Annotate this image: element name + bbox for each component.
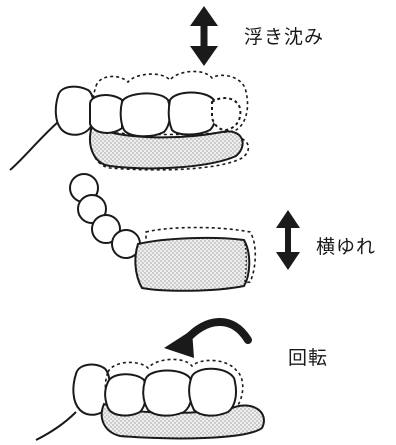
denture-lateral — [70, 174, 255, 291]
denture-vertical — [10, 71, 248, 170]
lateral-arrow-icon — [276, 210, 300, 270]
rotation-arrow-icon — [164, 322, 248, 358]
label-lateral-movement: 横ゆれ — [316, 232, 376, 259]
label-vertical-movement: 浮き沈み — [244, 22, 324, 49]
vertical-arrow-icon — [190, 6, 218, 66]
denture-rotation — [36, 359, 264, 440]
label-rotation: 回転 — [288, 343, 328, 370]
